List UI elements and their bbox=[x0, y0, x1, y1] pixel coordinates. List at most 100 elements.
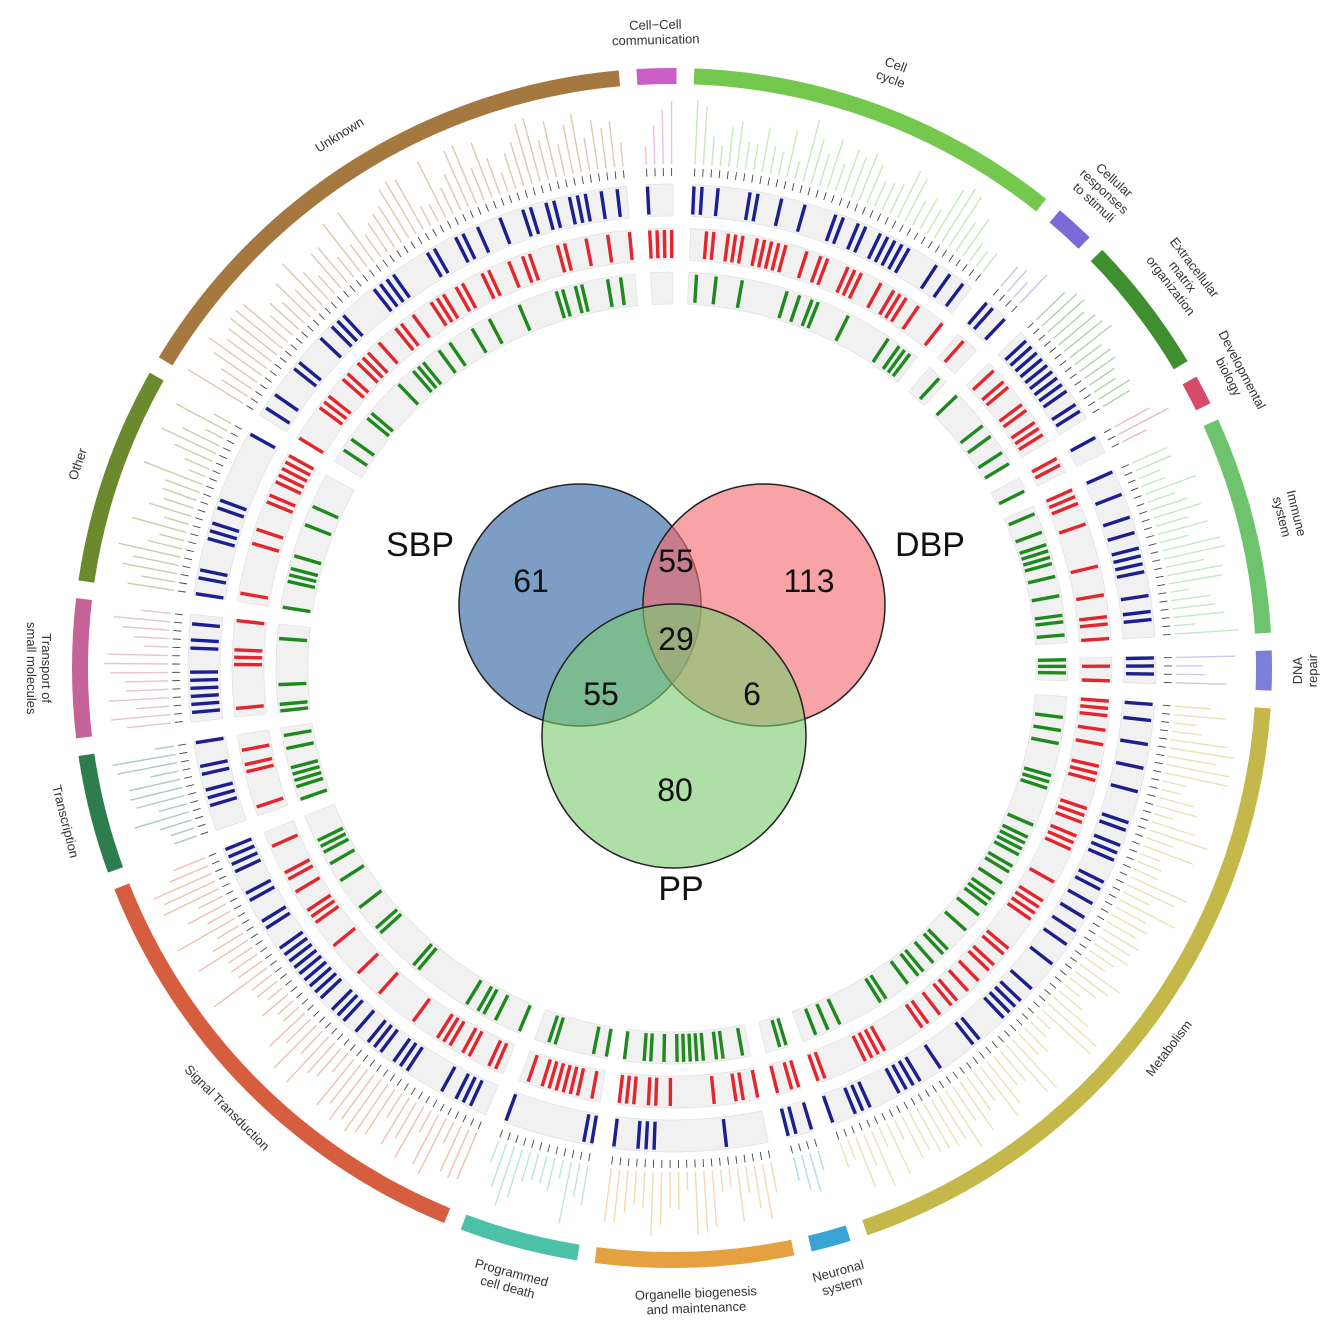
gene-label bbox=[158, 803, 187, 813]
track-mark-pp bbox=[693, 274, 699, 303]
track-mark-dbp bbox=[624, 1075, 632, 1104]
gene-tick bbox=[975, 274, 981, 282]
track-mark-dbp bbox=[1079, 710, 1108, 718]
track-mark-dbp bbox=[460, 282, 478, 309]
gene-tick bbox=[1158, 737, 1167, 740]
gene-label bbox=[439, 1125, 462, 1172]
category-label-line: Cell bbox=[883, 54, 909, 76]
track-mark-dbp bbox=[884, 293, 902, 319]
track-mark-dbp bbox=[520, 255, 534, 284]
gene-tick bbox=[312, 319, 320, 326]
track-mark-pp bbox=[970, 876, 996, 896]
track-mark-pp bbox=[922, 932, 945, 956]
gene-label bbox=[283, 1006, 300, 1022]
track-mark-pp bbox=[717, 1030, 725, 1059]
gene-label bbox=[923, 1103, 951, 1149]
track-mark-pp bbox=[421, 361, 443, 386]
gene-label bbox=[1174, 623, 1195, 627]
gene-label bbox=[694, 100, 699, 165]
gene-label bbox=[378, 188, 410, 239]
gene-tick bbox=[924, 1089, 930, 1097]
gene-tick bbox=[1038, 995, 1046, 1002]
track-mark-dbp bbox=[244, 756, 273, 767]
track-bg-dbp-cellular-responses bbox=[936, 333, 978, 375]
gene-tick bbox=[382, 259, 388, 267]
track-mark-sbp bbox=[1024, 363, 1049, 385]
track-mark-dbp bbox=[857, 1032, 874, 1059]
gene-tick bbox=[375, 264, 382, 272]
gene-tick bbox=[1161, 617, 1170, 619]
gene-tick bbox=[548, 183, 552, 192]
category-ring bbox=[72, 68, 1272, 1268]
gene-label bbox=[1041, 1009, 1091, 1055]
gene-label bbox=[1018, 1033, 1040, 1056]
gene-tick bbox=[807, 187, 811, 196]
track-mark-dbp bbox=[971, 369, 995, 391]
track-mark-dbp bbox=[985, 929, 1010, 950]
track-mark-sbp bbox=[1101, 812, 1130, 825]
gene-label bbox=[294, 289, 317, 312]
track-mark-pp bbox=[826, 998, 842, 1026]
gene-tick bbox=[791, 183, 795, 191]
gene-label bbox=[172, 857, 206, 872]
gene-tick bbox=[799, 185, 803, 194]
venn-count-sbp-dbp: 55 bbox=[658, 543, 694, 579]
gene-tick bbox=[1033, 1001, 1040, 1008]
gene-label bbox=[213, 351, 258, 383]
track-mark-pp bbox=[662, 1033, 667, 1062]
gene-label bbox=[539, 1156, 548, 1184]
category-label-cell-cell-communication: Cell−Cellcommunication bbox=[611, 16, 699, 48]
track-mark-dbp bbox=[341, 377, 365, 399]
track-mark-sbp bbox=[644, 1121, 650, 1150]
gene-label bbox=[159, 533, 185, 542]
gene-tick bbox=[759, 1151, 763, 1160]
track-mark-pp bbox=[304, 523, 332, 537]
track-mark-sbp bbox=[919, 264, 939, 290]
gene-tick bbox=[260, 946, 268, 953]
gene-tick bbox=[195, 815, 204, 820]
gene-tick bbox=[627, 1158, 630, 1167]
gene-tick bbox=[219, 454, 227, 460]
gene-label bbox=[1074, 344, 1102, 366]
track-mark-sbp bbox=[615, 188, 622, 218]
gene-tick bbox=[206, 485, 214, 490]
gene-label bbox=[1093, 377, 1116, 393]
track-mark-dbp bbox=[284, 858, 311, 875]
gene-label bbox=[694, 1171, 700, 1235]
gene-label bbox=[490, 1143, 508, 1188]
gene-tick bbox=[1149, 785, 1158, 789]
category-arc-dna-repair bbox=[1255, 650, 1272, 691]
gene-tick bbox=[1124, 471, 1133, 476]
gene-label bbox=[1063, 320, 1103, 353]
track-mark-sbp bbox=[308, 966, 333, 988]
track-mark-sbp bbox=[293, 948, 318, 969]
gene-tick bbox=[1152, 559, 1161, 563]
track-mark-pp bbox=[977, 866, 1003, 885]
track-mark-dbp bbox=[234, 655, 263, 660]
gene-label bbox=[1102, 928, 1140, 952]
track-mark-sbp bbox=[288, 942, 313, 963]
category-arc-extracellular-matrix bbox=[1090, 249, 1188, 370]
gene-label bbox=[184, 457, 210, 470]
gene-tick bbox=[222, 882, 230, 888]
gene-tick bbox=[966, 1061, 972, 1069]
gene-tick bbox=[349, 285, 356, 292]
track-mark-dbp bbox=[256, 527, 284, 540]
gene-label bbox=[394, 179, 424, 230]
gene-label bbox=[952, 1086, 977, 1121]
track-mark-dbp bbox=[617, 1074, 625, 1104]
track-mark-sbp bbox=[278, 930, 304, 950]
gene-tick bbox=[259, 384, 268, 390]
track-mark-sbp bbox=[846, 222, 861, 250]
gene-label bbox=[131, 516, 187, 534]
gene-tick bbox=[1145, 801, 1154, 805]
track-bg-pp-developmental-biology bbox=[990, 477, 1027, 507]
gene-tick bbox=[1027, 1007, 1035, 1014]
gene-tick bbox=[477, 1121, 482, 1130]
track-mark-pp bbox=[966, 434, 992, 455]
gene-label bbox=[1173, 713, 1226, 721]
gene-label bbox=[509, 141, 525, 187]
gene-label bbox=[896, 170, 922, 218]
gene-label bbox=[187, 903, 227, 925]
gene-tick bbox=[759, 175, 762, 184]
